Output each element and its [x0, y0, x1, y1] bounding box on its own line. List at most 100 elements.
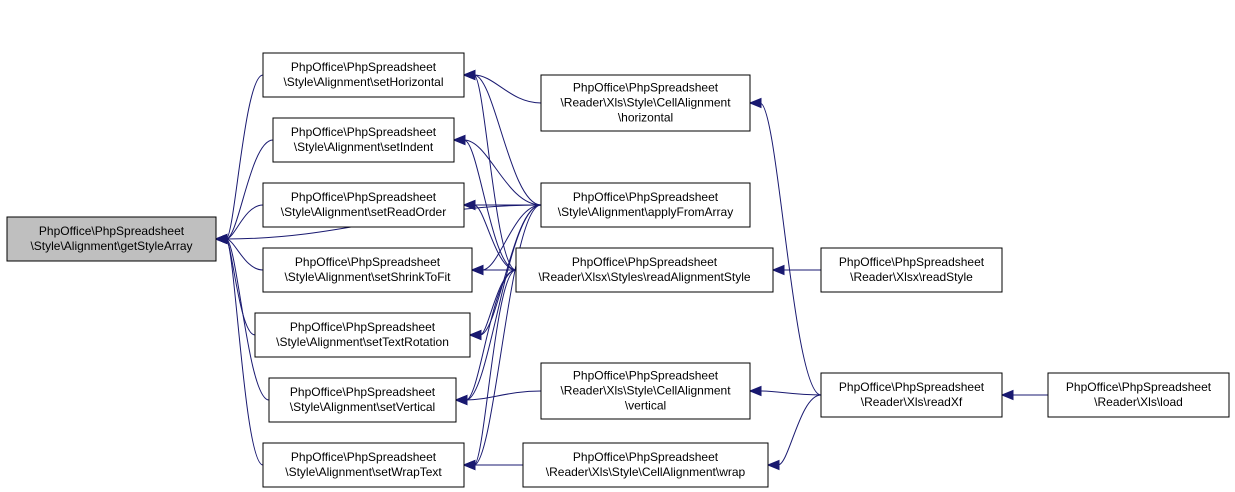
node-label-line: \Reader\Xls\load	[1094, 395, 1183, 409]
node-box[interactable]	[272, 117, 455, 163]
edge-line	[225, 139, 274, 240]
node-setShrinkToFit[interactable]: PhpOffice\PhpSpreadsheet\Style\Alignment…	[262, 247, 473, 293]
node-label-line: \Reader\Xls\readXf	[861, 395, 963, 409]
node-label-line: PhpOffice\PhpSpreadsheet	[573, 450, 719, 464]
edge-line	[225, 74, 264, 240]
node-box[interactable]	[540, 182, 751, 228]
node-xlsVertical[interactable]: PhpOffice\PhpSpreadsheet\Reader\Xls\Styl…	[540, 362, 751, 420]
node-label-line: PhpOffice\PhpSpreadsheet	[1066, 380, 1212, 394]
node-box[interactable]	[262, 182, 465, 228]
edge-load-to-readXf	[1000, 389, 1049, 401]
edge-line	[473, 269, 517, 466]
node-box[interactable]	[6, 216, 217, 262]
node-load[interactable]: PhpOffice\PhpSpreadsheet\Reader\Xls\load	[1047, 372, 1230, 418]
node-label-line: \Style\Alignment\setTextRotation	[276, 335, 449, 349]
node-box[interactable]	[515, 247, 774, 293]
node-box[interactable]	[254, 312, 471, 358]
edge-readAlignmentStyle-to-setHorizontal	[462, 69, 517, 271]
node-applyFromArray[interactable]: PhpOffice\PhpSpreadsheet\Style\Alignment…	[540, 182, 751, 228]
arrow-head-icon	[748, 385, 762, 397]
node-box[interactable]	[1047, 372, 1230, 418]
node-label-line: PhpOffice\PhpSpreadsheet	[290, 320, 436, 334]
node-label-line: \Style\Alignment\setHorizontal	[283, 75, 443, 89]
edge-readXf-to-xlsVertical	[748, 385, 822, 397]
node-setTextRotation[interactable]: PhpOffice\PhpSpreadsheet\Style\Alignment…	[254, 312, 471, 358]
node-label-line: PhpOffice\PhpSpreadsheet	[291, 190, 437, 204]
node-label-line: PhpOffice\PhpSpreadsheet	[39, 224, 185, 238]
edge-readAlignmentStyle-to-setReadOrder	[462, 199, 517, 271]
nodes-layer: PhpOffice\PhpSpreadsheet\Style\Alignment…	[6, 52, 1230, 488]
edge-line	[481, 204, 542, 271]
node-xlsHorizontal[interactable]: PhpOffice\PhpSpreadsheet\Reader\Xls\Styl…	[540, 74, 751, 132]
edge-xlsVertical-to-setVertical	[454, 390, 542, 406]
node-getStyleArray[interactable]: PhpOffice\PhpSpreadsheet\Style\Alignment…	[6, 216, 217, 262]
edge-xlsWrap-to-setWrapText	[462, 459, 523, 471]
node-label-line: \Style\Alignment\setVertical	[290, 400, 435, 414]
arrow-head-icon	[468, 329, 482, 341]
edge-applyFromArray-to-setHorizontal	[462, 69, 542, 206]
edge-line	[473, 74, 542, 104]
arrow-head-icon	[470, 264, 484, 276]
node-box[interactable]	[820, 247, 1003, 293]
edge-line	[759, 390, 822, 396]
node-box[interactable]	[540, 74, 751, 132]
node-box[interactable]	[540, 362, 751, 420]
arrow-head-icon	[462, 69, 476, 81]
node-setIndent[interactable]: PhpOffice\PhpSpreadsheet\Style\Alignment…	[272, 117, 455, 163]
node-box[interactable]	[262, 442, 465, 488]
node-readXf[interactable]: PhpOffice\PhpSpreadsheet\Reader\Xls\read…	[820, 372, 1003, 418]
node-box[interactable]	[522, 442, 769, 488]
edge-line	[759, 102, 822, 396]
node-xlsWrap[interactable]: PhpOffice\PhpSpreadsheet\Reader\Xls\Styl…	[522, 442, 769, 488]
arrow-head-icon	[771, 264, 785, 276]
edge-line	[463, 139, 542, 206]
edge-line	[225, 238, 264, 466]
arrow-head-icon	[462, 199, 476, 211]
node-label-line: PhpOffice\PhpSpreadsheet	[839, 255, 985, 269]
arrow-head-icon	[214, 233, 228, 245]
node-box[interactable]	[268, 377, 457, 423]
node-label-line: PhpOffice\PhpSpreadsheet	[291, 60, 437, 74]
node-readStyle[interactable]: PhpOffice\PhpSpreadsheet\Reader\Xlsx\rea…	[820, 247, 1003, 293]
edge-line	[473, 74, 517, 271]
node-readAlignmentStyle[interactable]: PhpOffice\PhpSpreadsheet\Reader\Xlsx\Sty…	[515, 247, 774, 293]
node-box[interactable]	[820, 372, 1003, 418]
node-label-line: \Style\Alignment\setReadOrder	[281, 205, 446, 219]
edge-readAlignmentStyle-to-setShrinkToFit	[470, 264, 516, 276]
node-box[interactable]	[262, 247, 473, 293]
edge-line	[473, 204, 542, 466]
node-label-line: \Reader\Xlsx\readStyle	[850, 270, 973, 284]
node-setWrapText[interactable]: PhpOffice\PhpSpreadsheet\Style\Alignment…	[262, 442, 465, 488]
edge-line	[465, 269, 517, 401]
edge-applyFromArray-to-setIndent	[452, 134, 542, 206]
arrow-head-icon	[748, 97, 762, 109]
node-label-line: \horizontal	[618, 111, 673, 125]
arrow-head-icon	[766, 459, 780, 471]
node-label-line: \Style\Alignment\setIndent	[294, 140, 434, 154]
edge-line	[225, 238, 264, 271]
edge-applyFromArray-to-setVertical	[454, 204, 542, 406]
arrow-head-icon	[452, 134, 466, 146]
edge-line	[473, 74, 542, 206]
node-label-line: \Style\Alignment\applyFromArray	[558, 205, 733, 219]
node-setVertical[interactable]: PhpOffice\PhpSpreadsheet\Style\Alignment…	[268, 377, 457, 423]
node-label-line: PhpOffice\PhpSpreadsheet	[572, 255, 718, 269]
edge-setTextRotation-to-getStyleArray	[214, 233, 256, 336]
node-setReadOrder[interactable]: PhpOffice\PhpSpreadsheet\Style\Alignment…	[262, 182, 465, 228]
edge-line	[225, 238, 270, 401]
edge-readXf-to-xlsHorizontal	[748, 97, 822, 396]
node-setHorizontal[interactable]: PhpOffice\PhpSpreadsheet\Style\Alignment…	[262, 52, 465, 98]
edge-readAlignmentStyle-to-setWrapText	[462, 269, 517, 471]
node-label-line: \Reader\Xlsx\Styles\readAlignmentStyle	[538, 270, 750, 284]
node-label-line: PhpOffice\PhpSpreadsheet	[295, 255, 441, 269]
node-label-line: PhpOffice\PhpSpreadsheet	[573, 369, 719, 383]
node-label-line: PhpOffice\PhpSpreadsheet	[290, 385, 436, 399]
node-label-line: PhpOffice\PhpSpreadsheet	[291, 125, 437, 139]
edge-line	[225, 204, 264, 240]
edge-readXf-to-xlsWrap	[766, 394, 822, 471]
node-label-line: PhpOffice\PhpSpreadsheet	[291, 450, 437, 464]
node-box[interactable]	[262, 52, 465, 98]
arrow-head-icon	[462, 459, 476, 471]
edges-layer	[214, 69, 1049, 471]
